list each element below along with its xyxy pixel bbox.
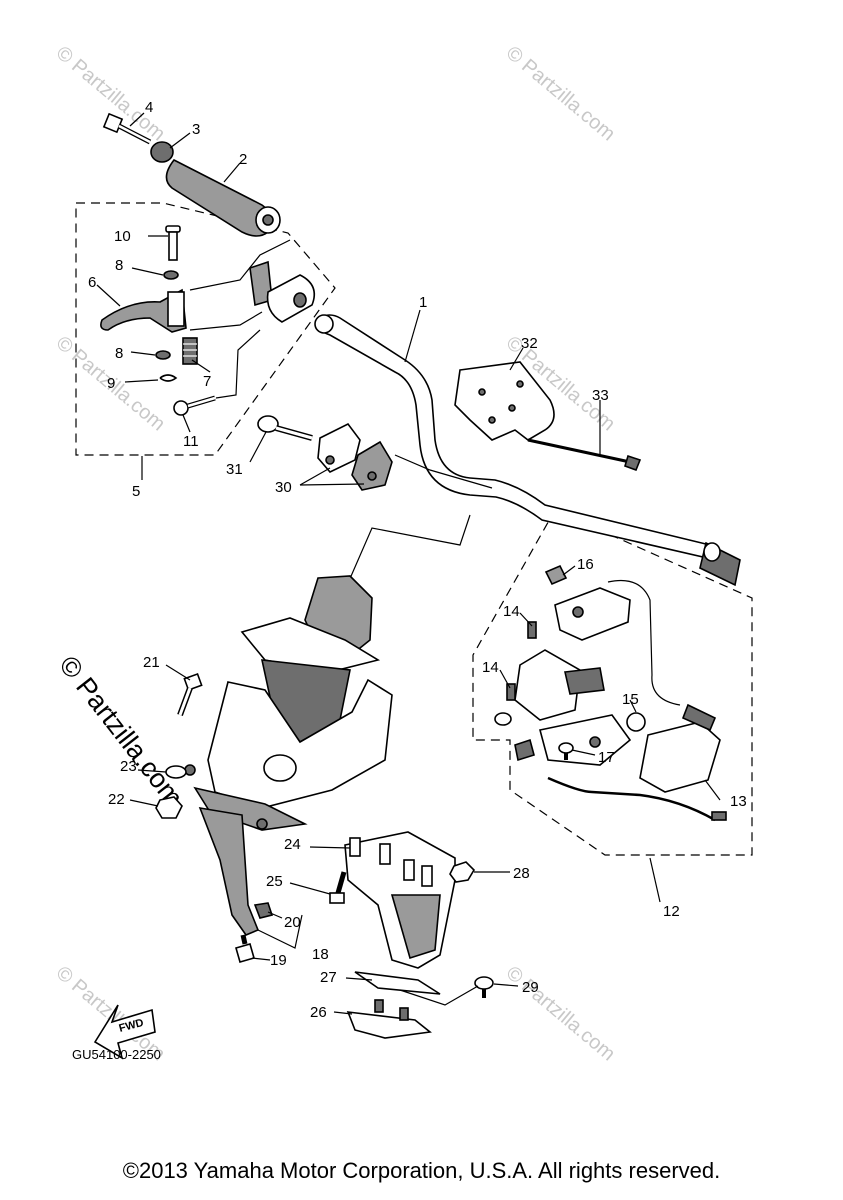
part-1-handlebar	[314, 314, 741, 587]
part-11-bolt	[173, 395, 216, 416]
callout-19: 19	[270, 952, 287, 969]
part-10-pin	[165, 225, 181, 261]
callout-15: 15	[622, 691, 639, 708]
part-17-screw	[558, 742, 574, 760]
callout-6: 6	[88, 274, 96, 291]
leader-5-c	[215, 329, 261, 399]
part-22-nut	[155, 796, 183, 819]
part-4-bolt	[102, 112, 152, 145]
group-outline-5	[75, 202, 336, 456]
copyright-notice: ©2013 Yamaha Motor Corporation, U.S.A. A…	[122, 1158, 721, 1183]
callout-8-upper: 8	[115, 257, 123, 274]
leader-5-b	[189, 311, 263, 331]
leader-5-a	[189, 239, 291, 291]
part-21-bolt	[177, 672, 203, 717]
part-9-clip	[159, 374, 178, 382]
part-6-lever	[100, 288, 187, 333]
callout-32: 32	[521, 335, 538, 352]
leader-20	[267, 911, 283, 919]
callout-25: 25	[266, 873, 283, 890]
callout-16: 16	[577, 556, 594, 573]
part-15-grommet	[626, 712, 646, 732]
callout-22: 22	[108, 791, 125, 808]
part-12-o-ring	[494, 712, 512, 726]
callout-30: 30	[275, 479, 292, 496]
callout-18: 18	[312, 946, 329, 963]
callout-1: 1	[419, 294, 427, 311]
callout-5: 5	[132, 483, 140, 500]
callout-21: 21	[143, 654, 160, 671]
part-33-strap	[527, 438, 642, 472]
part-14-screw-b	[506, 683, 516, 701]
part-31-bolt	[257, 415, 313, 441]
watermark-partzilla-main: © Partzilla.com	[53, 650, 189, 812]
leader-27	[399, 985, 479, 1006]
callout-24: 24	[284, 836, 301, 853]
part-25-bolt	[329, 871, 347, 904]
callout-33: 33	[592, 387, 609, 404]
part-12-connector	[711, 811, 727, 821]
part-14-screw-a	[527, 621, 537, 639]
part-19-bolt	[235, 934, 255, 963]
callout-23: 23	[120, 758, 137, 775]
part-7-spring	[182, 337, 198, 365]
callout-20: 20	[284, 914, 301, 931]
callout-4: 4	[145, 99, 153, 116]
callout-13: 13	[730, 793, 747, 810]
callout-9: 9	[107, 375, 115, 392]
callout-7: 7	[203, 373, 211, 390]
part-13-cover	[639, 703, 721, 793]
callout-10: 10	[114, 228, 131, 245]
part-23-washer	[165, 765, 187, 779]
part-24-bracket	[344, 831, 456, 969]
part-8-washer-upper	[163, 270, 179, 280]
callout-17: 17	[598, 749, 615, 766]
callout-leaders	[96, 112, 721, 1015]
part-27-plate	[354, 971, 441, 995]
watermark-top-right: © Partzilla.com	[502, 42, 619, 145]
leader-19	[251, 957, 271, 961]
part-28-nut	[449, 861, 476, 883]
part-20-nut	[253, 902, 274, 919]
part-29-screw	[474, 976, 494, 998]
diagram-code: GU54100-2250	[72, 1047, 161, 1062]
callout-29: 29	[522, 979, 539, 996]
callout-14-upper: 14	[503, 603, 520, 620]
callout-26: 26	[310, 1004, 327, 1021]
leader-1-a	[344, 514, 471, 591]
callout-12: 12	[663, 903, 680, 920]
part-12-magnet	[514, 738, 535, 762]
callout-11: 11	[183, 433, 199, 450]
part-12-throttle-housing	[554, 579, 681, 706]
part-26-plate	[346, 999, 432, 1039]
callout-14-lower: 14	[482, 659, 499, 676]
callout-3: 3	[192, 121, 200, 138]
watermark-bottom-right: © Partzilla.com	[502, 962, 619, 1065]
callout-27: 27	[320, 969, 337, 986]
part-3-collar	[150, 141, 174, 163]
fwd-arrow-icon: FWD	[93, 1004, 156, 1060]
callout-28: 28	[513, 865, 530, 882]
part-2-grip	[165, 158, 281, 237]
part-5-lever-holder	[249, 260, 316, 323]
callout-labels: 1 2 3 4 5 6 7 8 8 9 10 11 12 13 14 14 15…	[88, 99, 747, 1021]
leader-30-a	[394, 454, 493, 489]
leader-18	[257, 914, 303, 949]
callout-8-lower: 8	[115, 345, 123, 362]
callout-2: 2	[239, 151, 247, 168]
part-32-pad	[454, 361, 555, 441]
callout-31: 31	[226, 461, 243, 478]
part-16-cap	[544, 564, 568, 586]
part-8-washer-lower	[155, 350, 171, 360]
watermark-layer: © Partzilla.com © Partzilla.com © Partzi…	[52, 42, 619, 1065]
part-12-wire	[547, 776, 716, 822]
part-21-steering-column	[184, 575, 393, 936]
part-30-holders	[317, 422, 393, 491]
group-outline-12	[472, 509, 753, 856]
